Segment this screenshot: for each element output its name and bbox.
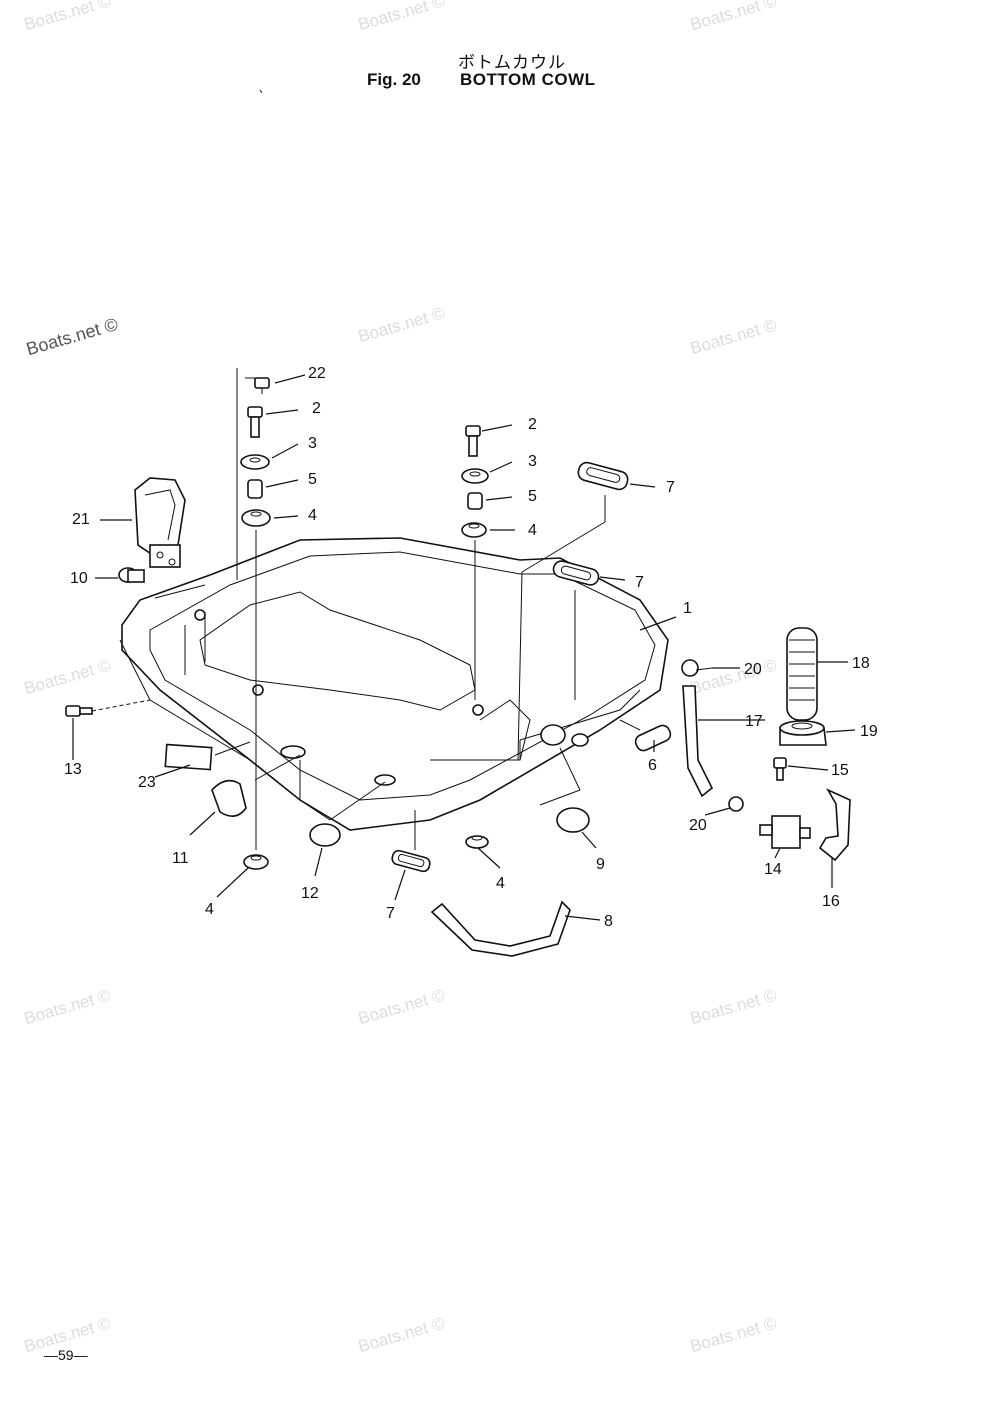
part-22-screw: [254, 377, 270, 394]
part-15-bolt: [773, 757, 787, 781]
callout-3: 3: [308, 435, 317, 452]
callout-5: 5: [528, 488, 537, 505]
callout-5: 5: [308, 471, 317, 488]
callout-11: 11: [172, 850, 189, 867]
callout-labels: 22 2 3 5 4 2 3 5 4 7 7 21 10 1 18 20 17 …: [64, 365, 878, 930]
part-4-grommet-right: [461, 522, 487, 538]
bottom-cowl-body: [119, 537, 669, 831]
part-8-band: [430, 900, 571, 957]
page-number: —59—: [44, 1347, 88, 1363]
callout-19: 19: [860, 723, 878, 740]
callout-7: 7: [386, 905, 395, 922]
part-13-pin: [65, 699, 151, 717]
title-japanese: ボトムカウル: [458, 53, 566, 73]
callout-1: 1: [683, 600, 692, 617]
part-3-washer-right: [461, 468, 489, 484]
part-2-bolt-left: [247, 406, 263, 438]
part-4-grommet-bottom-middle: [465, 835, 489, 849]
callout-2: 2: [312, 400, 321, 417]
part-16-bracket: [818, 788, 851, 862]
part-12-cap: [309, 823, 341, 847]
part-3-washer-left: [240, 454, 270, 470]
part-7-grommet-bottom: [391, 849, 431, 873]
part-14-valve: [759, 815, 811, 849]
callout-14: 14: [764, 861, 782, 878]
part-17-hose: [682, 685, 714, 798]
figure-number: Fig. 20: [367, 70, 421, 89]
callout-4: 4: [528, 522, 537, 539]
part-4-grommet-bottom-left: [243, 854, 269, 870]
callout-8: 8: [604, 913, 613, 930]
callout-21: 21: [72, 511, 90, 528]
part-20-clip-bottom: [728, 796, 744, 812]
leader-lines: [72, 89, 856, 921]
part-21-hook: [134, 477, 186, 568]
callout-17: 17: [745, 713, 763, 730]
callout-20: 20: [689, 817, 707, 834]
callout-9: 9: [596, 856, 605, 873]
part-20-clip-top: [681, 659, 713, 677]
part-23-label: [164, 743, 213, 771]
part-7-grommet-middle: [552, 560, 600, 586]
part-5-collar-right: [467, 492, 483, 510]
part-11-cap: [211, 779, 247, 817]
callout-6: 6: [648, 757, 657, 774]
part-19-cap: [779, 720, 827, 746]
callout-23: 23: [138, 774, 156, 791]
part-10-plug: [118, 567, 145, 583]
callout-15: 15: [831, 762, 849, 779]
callout-4: 4: [308, 507, 317, 524]
part-6-grommet: [634, 724, 672, 752]
callout-13: 13: [64, 761, 82, 778]
part-2-bolt-right: [465, 425, 481, 457]
part-9-cap: [556, 807, 590, 833]
callout-3: 3: [528, 453, 537, 470]
callout-12: 12: [301, 885, 319, 902]
callout-2: 2: [528, 416, 537, 433]
callout-22: 22: [308, 365, 326, 382]
callout-7: 7: [666, 479, 675, 496]
part-7-grommet-top: [577, 461, 629, 491]
callout-10: 10: [70, 570, 88, 587]
callout-20: 20: [744, 661, 762, 678]
callout-16: 16: [822, 893, 840, 910]
callout-7: 7: [635, 574, 644, 591]
part-5-collar-left: [247, 479, 263, 499]
callout-4: 4: [496, 875, 505, 892]
figure-title: BOTTOM COWL: [460, 70, 596, 89]
callout-18: 18: [852, 655, 870, 672]
part-18-mat: [786, 627, 818, 721]
callout-4: 4: [205, 901, 214, 918]
part-4-grommet-left: [241, 509, 271, 527]
